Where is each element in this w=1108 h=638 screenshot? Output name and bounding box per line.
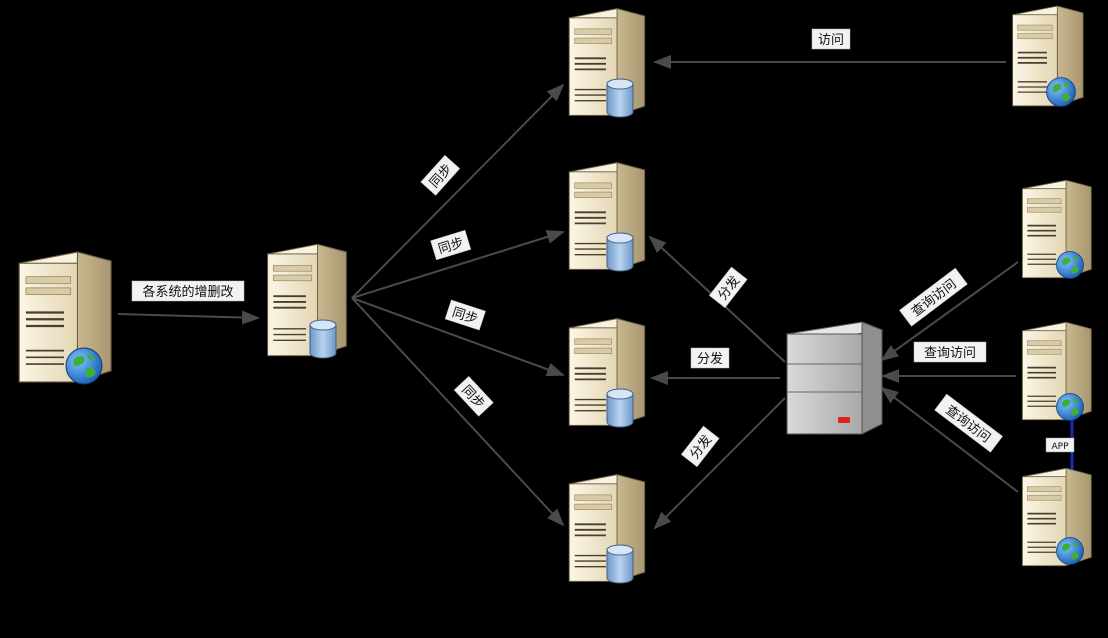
label-sync-2: 同步	[430, 229, 472, 261]
label-sync-1: 同步	[420, 154, 461, 196]
label-app: APP	[1045, 437, 1075, 453]
label-dist-3: 分发	[680, 425, 720, 468]
globe-icon	[1056, 251, 1084, 279]
client-server-3	[1021, 467, 1093, 567]
client-server-2	[1021, 321, 1093, 421]
label-dist-2: 分发	[690, 347, 730, 369]
arrow-dist-3	[653, 397, 786, 530]
label-crud-text: 各系统的增删改	[142, 284, 233, 300]
database-icon	[606, 388, 634, 428]
database-icon	[309, 319, 337, 359]
db-server-1	[568, 7, 646, 118]
source-server	[17, 250, 113, 385]
arrow-query-1	[880, 261, 1019, 362]
arrow-sync-2	[351, 230, 565, 299]
client-server-1	[1021, 179, 1093, 279]
globe-icon	[1056, 393, 1084, 421]
arrow-crud	[117, 310, 260, 325]
label-query-2: 查询访问	[913, 341, 987, 363]
label-sync-4: 同步	[453, 375, 494, 417]
db-server-4	[568, 473, 646, 584]
label-crud: 各系统的增删改	[131, 280, 245, 302]
label-sync-3: 同步	[444, 299, 486, 331]
load-balancer-icon	[786, 333, 863, 435]
label-query-2-text: 查询访问	[924, 346, 976, 361]
label-query-3: 查询访问	[934, 393, 1003, 453]
globe-icon	[65, 347, 103, 385]
db-server-2	[568, 161, 646, 272]
label-access: 访问	[811, 28, 851, 50]
label-dist-1: 分发	[708, 266, 748, 309]
label-app-text: APP	[1051, 442, 1069, 452]
label-query-1: 查询访问	[899, 267, 968, 327]
label-sync-2-text: 同步	[437, 236, 466, 258]
label-dist-2-text: 分发	[697, 351, 723, 367]
load-balancer	[785, 321, 884, 435]
database-icon	[606, 544, 634, 584]
central-db-server	[266, 243, 348, 359]
arrow-sync-1	[351, 83, 565, 299]
globe-icon	[1056, 537, 1084, 565]
client-server-top	[1011, 5, 1085, 107]
label-access-text: 访问	[818, 33, 844, 48]
database-icon	[606, 78, 634, 118]
arrow-query-3	[880, 386, 1019, 493]
db-server-3	[568, 317, 646, 428]
database-icon	[606, 232, 634, 272]
arrow-sync-3	[351, 297, 565, 377]
globe-icon	[1046, 77, 1076, 107]
arrow-sync-4	[351, 297, 565, 527]
